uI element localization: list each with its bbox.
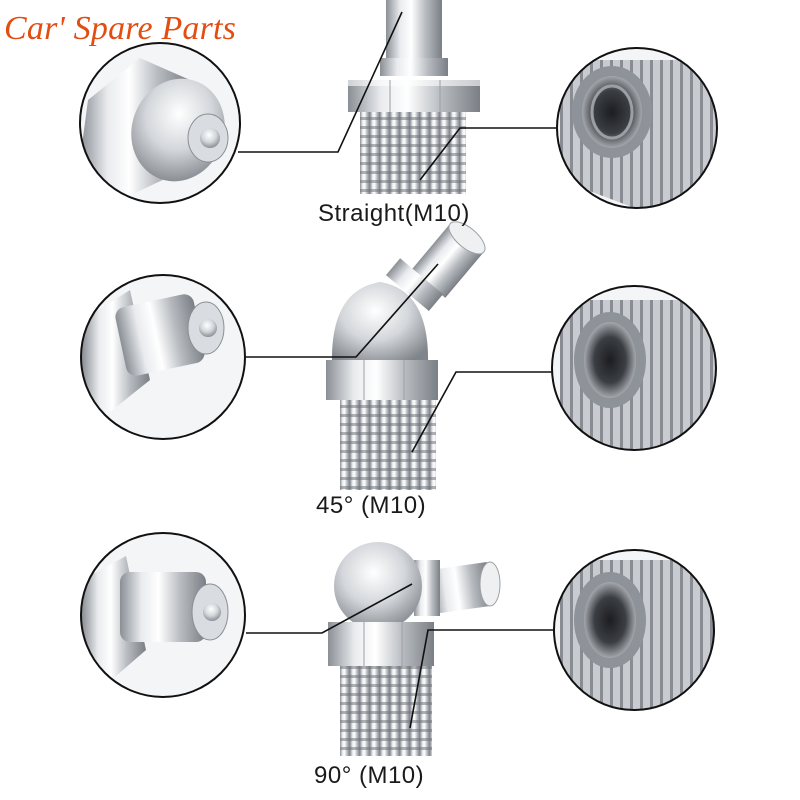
caption-90-degree: 90° (M10) [314,762,425,789]
brand-watermark: Car' Spare Parts [4,10,237,47]
caption-straight: Straight(M10) [318,200,470,227]
detail-circle-45-head [80,274,246,440]
detail-circle-straight-thread [556,47,718,209]
detail-circle-45-thread [551,285,717,451]
detail-circle-straight-head [79,42,241,204]
angled-90-fitting [246,542,556,756]
straight-fitting [238,0,556,194]
angled-45-fitting [246,221,556,490]
detail-circle-90-thread [553,549,715,711]
caption-45-degree: 45° (M10) [316,492,427,519]
detail-circle-90-head [80,532,246,698]
